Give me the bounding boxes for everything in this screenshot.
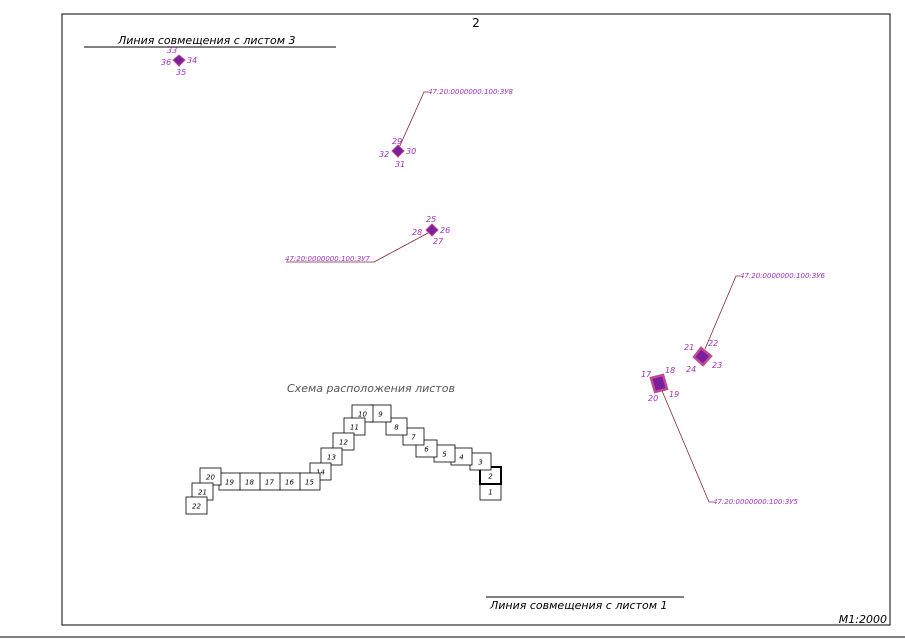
point-label: 30	[406, 147, 416, 156]
point-label: 28	[412, 228, 422, 237]
key-map-sheet-11	[343, 417, 366, 436]
key-map-sheet-label: 12	[339, 439, 348, 447]
scale-label: M1:2000	[839, 613, 887, 626]
key-map-sheet-label: 11	[350, 424, 359, 432]
point-label: 18	[665, 366, 675, 375]
parcel-zu5-cadastral-number: 47:20:0000000:100:ЗУ5	[713, 498, 799, 506]
key-map-sheet-7	[402, 427, 425, 446]
sheet-frame	[61, 13, 891, 626]
parcel-zu7-cadastral-number: 47:20:0000000:100:ЗУ7	[285, 255, 371, 263]
key-map-sheet-label: 7	[411, 434, 416, 442]
key-map-sheet-label: 21	[198, 489, 207, 497]
key-map-sheet-label: 2	[488, 473, 493, 481]
key-map-sheet-label: 3	[478, 459, 482, 467]
key-map-sheet-label: 14	[316, 469, 325, 477]
top-match-line-label: Линия совмещения с листом 3	[117, 34, 296, 47]
parcel-zu8-shape	[391, 144, 405, 158]
point-label: 25	[426, 215, 436, 224]
point-label: 32	[379, 150, 389, 159]
parcel-zu7-shape	[425, 223, 439, 237]
key-map-sheet-label: 16	[285, 479, 294, 487]
point-label: 24	[686, 365, 696, 374]
point-label: 27	[433, 237, 444, 246]
parcel-zu5-leader	[659, 385, 713, 503]
point-label: 34	[187, 56, 197, 65]
key-map-sheet-label: 13	[327, 454, 336, 462]
point-label: 36	[161, 58, 171, 67]
point-label: 17	[641, 370, 652, 379]
point-label: 23	[712, 361, 722, 370]
key-map-sheet-label: 10	[358, 411, 367, 419]
point-label: 29	[392, 137, 402, 146]
sheet-number: 2	[472, 16, 480, 30]
key-map-sheet-label: 22	[192, 503, 201, 511]
parcel-zu6-cadastral-number: 47:20:0000000:100:ЗУ6	[740, 272, 826, 280]
parcel-zu7: 47:20:0000000:100:ЗУ7 25 26 27 28	[285, 215, 450, 263]
point-label: 20	[648, 394, 658, 403]
key-map-sheet-label: 1	[488, 489, 492, 497]
parcel-zu8-leader	[397, 91, 428, 151]
key-map-sheet-label: 18	[245, 479, 254, 487]
point-label: 19	[669, 390, 679, 399]
point-label: 35	[176, 68, 186, 77]
parcel-zu6-shape	[692, 346, 713, 367]
key-map-sheet-label: 9	[378, 411, 383, 419]
parcel-zu5-shape	[649, 373, 669, 394]
parcel-zu6-leader	[704, 275, 740, 350]
key-map-sheet-22	[185, 496, 208, 515]
point-label: 33	[167, 46, 177, 55]
parcel-zu7-leader	[286, 232, 429, 263]
key-map-sheet-label: 8	[394, 424, 399, 432]
key-map-sheet-12	[332, 432, 355, 451]
parcel-top-shape	[172, 54, 186, 67]
key-map-title: Схема расположения листов	[287, 382, 455, 395]
key-map-sheet-label: 19	[225, 479, 234, 487]
point-label: 26	[440, 226, 450, 235]
point-label: 22	[708, 339, 718, 348]
parcel-zu6: 47:20:0000000:100:ЗУ6 21 22 23 24	[684, 272, 826, 374]
key-map-sheet-label: 20	[206, 474, 215, 482]
key-map-sheet-label: 15	[305, 479, 314, 487]
key-map-sheet-label: 17	[265, 479, 274, 487]
key-map-sheet-label: 4	[459, 454, 463, 462]
parcel-zu5: 47:20:0000000:100:ЗУ5 17 18 19 20	[641, 366, 799, 506]
parcel-top: 33 34 35 36	[161, 46, 197, 77]
parcel-zu8-cadastral-number: 47:20:0000000:100:ЗУ8	[428, 88, 514, 96]
parcel-zu8: 47:20:0000000:100:ЗУ8 29 30 31 32	[379, 88, 514, 169]
point-label: 21	[684, 343, 694, 352]
key-map-sheet-13	[320, 447, 343, 466]
key-map-sheet-label: 6	[424, 446, 429, 454]
bottom-match-line-label: Линия совмещения с листом 1	[489, 599, 668, 612]
key-map-sheet-label: 5	[442, 451, 447, 459]
point-label: 31	[395, 160, 405, 169]
